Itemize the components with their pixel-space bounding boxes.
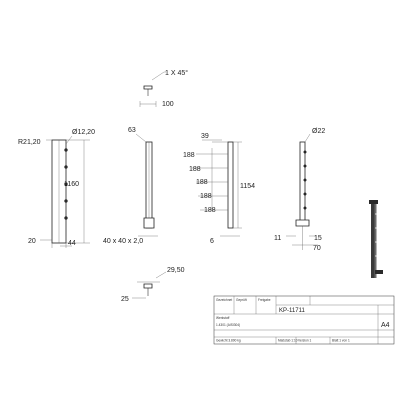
tb-material-value: 1.4301 (AISI304) bbox=[216, 323, 240, 327]
dia-left-dim: Ø12,20 bbox=[72, 129, 95, 136]
tb-material-label: Werkstoff bbox=[216, 316, 229, 320]
clip-29-dim: 29,50 bbox=[167, 267, 185, 274]
section-dim: 40 x 40 x 2,0 bbox=[103, 238, 143, 245]
off-70-dim: 70 bbox=[313, 245, 321, 252]
height-1160-dim: 1160 bbox=[64, 181, 79, 188]
post-front-view bbox=[135, 133, 158, 237]
top-63-dim: 63 bbox=[128, 127, 136, 134]
spacing-3-dim: 188 bbox=[196, 179, 208, 186]
tb-part-id: KP-11711 bbox=[279, 308, 305, 314]
top-39-dim: 39 bbox=[201, 133, 209, 140]
height-1154-dim: 1154 bbox=[240, 183, 255, 190]
post-spacing-view bbox=[192, 139, 242, 237]
cap-detail bbox=[139, 71, 166, 107]
tb-checked-label: Geprüft bbox=[236, 298, 247, 302]
radius-dim: R21,20 bbox=[18, 139, 41, 146]
spacing-2-dim: 188 bbox=[189, 166, 201, 173]
off-15-dim: 15 bbox=[314, 235, 322, 242]
post-side-view bbox=[40, 135, 90, 248]
off-11-dim: 11 bbox=[274, 235, 281, 242]
dia-right-dim: Ø22 bbox=[312, 128, 325, 135]
tb-weight: Gewicht 3.890 kg bbox=[216, 339, 241, 343]
cap-width-dim: 100 bbox=[162, 101, 174, 108]
clip-detail bbox=[132, 271, 167, 299]
base-6-dim: 6 bbox=[210, 238, 214, 245]
tb-format: A4 bbox=[381, 322, 390, 329]
isometric-preview bbox=[369, 200, 383, 278]
tb-drawn-label: Gezeichnet bbox=[216, 298, 232, 302]
chamfer-dim: 1 X 45° bbox=[165, 69, 188, 77]
spacing-4-dim: 188 bbox=[200, 193, 212, 200]
post-right-view bbox=[286, 133, 318, 250]
tb-version: Version 1 bbox=[298, 339, 312, 343]
base-44-dim: 44 bbox=[68, 240, 76, 247]
tb-release-label: Freigabe bbox=[258, 298, 271, 302]
title-block bbox=[213, 295, 395, 345]
tb-sheet: Blatt 1 von 1 bbox=[332, 339, 350, 343]
spacing-1-dim: 188 bbox=[183, 152, 195, 159]
spacing-5-dim: 188 bbox=[204, 207, 216, 214]
tb-scale: Maßstab 1:10 bbox=[278, 339, 298, 343]
base-20-dim: 20 bbox=[28, 238, 36, 245]
clip-25-dim: 25 bbox=[121, 296, 129, 303]
